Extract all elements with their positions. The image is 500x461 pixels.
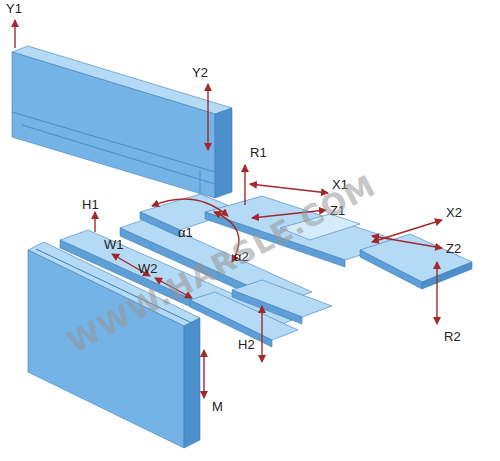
axis-label: M	[212, 400, 223, 413]
axis-label: W2	[138, 262, 158, 275]
axis-label: R1	[250, 146, 267, 159]
axis-label: H2	[238, 338, 255, 351]
axis-label: X2	[446, 206, 462, 219]
axis-label: H1	[82, 198, 99, 211]
axis-label: R2	[444, 330, 461, 343]
upper-beam	[12, 46, 232, 198]
axis-arrows	[15, 20, 442, 398]
axis-label: α1	[178, 226, 193, 239]
axis-label: Y2	[192, 66, 208, 79]
axis-label: W1	[104, 238, 124, 251]
axis-label: Y1	[6, 2, 22, 15]
axis-label: Z2	[446, 242, 461, 255]
